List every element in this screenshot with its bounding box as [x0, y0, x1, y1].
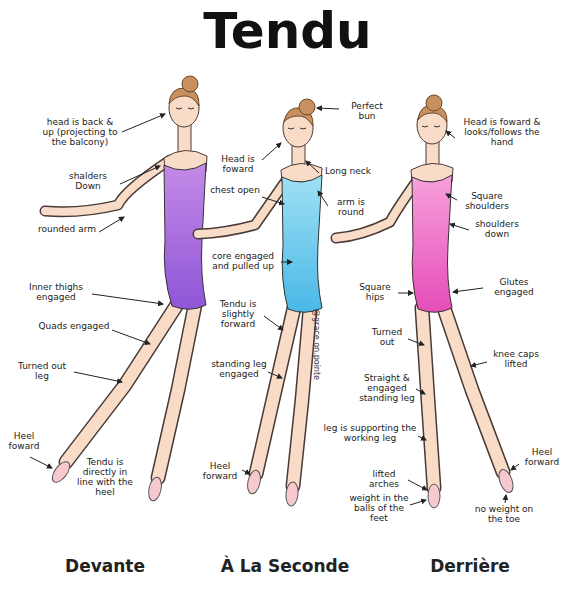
annotation-label: chest open: [208, 186, 262, 196]
annotation-label: leg is supporting the working leg: [322, 424, 418, 444]
annotation-label: rounded arm: [36, 225, 98, 235]
position-caption: À La Seconde: [210, 556, 360, 576]
annotation-label: core engaged and pulled up: [206, 252, 280, 272]
annotation-label: Turned out: [366, 328, 408, 348]
annotation-label: Square shoulders: [458, 192, 516, 212]
diagram-title: Tendu: [0, 2, 575, 60]
annotation-label: Heel forward: [520, 448, 564, 468]
annotation-label: Quads engaged: [38, 322, 110, 332]
annotation-label: shoulders down: [470, 220, 524, 240]
annotation-label: Inner thighs engaged: [20, 283, 92, 303]
annotation-label: arm is round: [330, 198, 372, 218]
position-caption: Derrière: [400, 556, 540, 576]
position-caption: Devante: [40, 556, 170, 576]
watermark: @grace.on.pointe: [312, 305, 321, 385]
annotation-label: Head is foward & looks/follows the hand: [454, 118, 550, 148]
annotation-label: Long neck: [320, 167, 376, 177]
annotation-label: Straight & engaged standing leg: [358, 374, 416, 404]
annotation-label: weight in the balls of the feet: [348, 494, 410, 524]
annotation-label: head is back & up (projecting to the bal…: [40, 118, 120, 148]
annotation-label: Square hips: [352, 283, 398, 303]
annotation-label: knee caps lifted: [488, 350, 544, 370]
annotation-label: lifted arches: [360, 470, 408, 490]
annotation-label: standing leg engaged: [210, 360, 268, 380]
annotation-label: Turned out leg: [12, 362, 72, 382]
annotation-label: Perfect bun: [342, 102, 392, 122]
annotation-label: Heel foward: [2, 432, 46, 452]
annotation-label: Tendu is directly in line with the heel: [76, 458, 134, 498]
annotation-label: Glutes engaged: [484, 278, 544, 298]
annotation-label: no weight on the toe: [466, 505, 542, 525]
dancer-a-la-seconde: [198, 99, 322, 506]
annotation-label: Head is foward: [214, 155, 262, 175]
annotation-label: Tendu is slightly forward: [212, 300, 264, 330]
annotation-label: shalders Down: [58, 172, 118, 192]
annotation-label: Heel forward: [198, 462, 242, 482]
dancer-derriere: [336, 95, 516, 508]
